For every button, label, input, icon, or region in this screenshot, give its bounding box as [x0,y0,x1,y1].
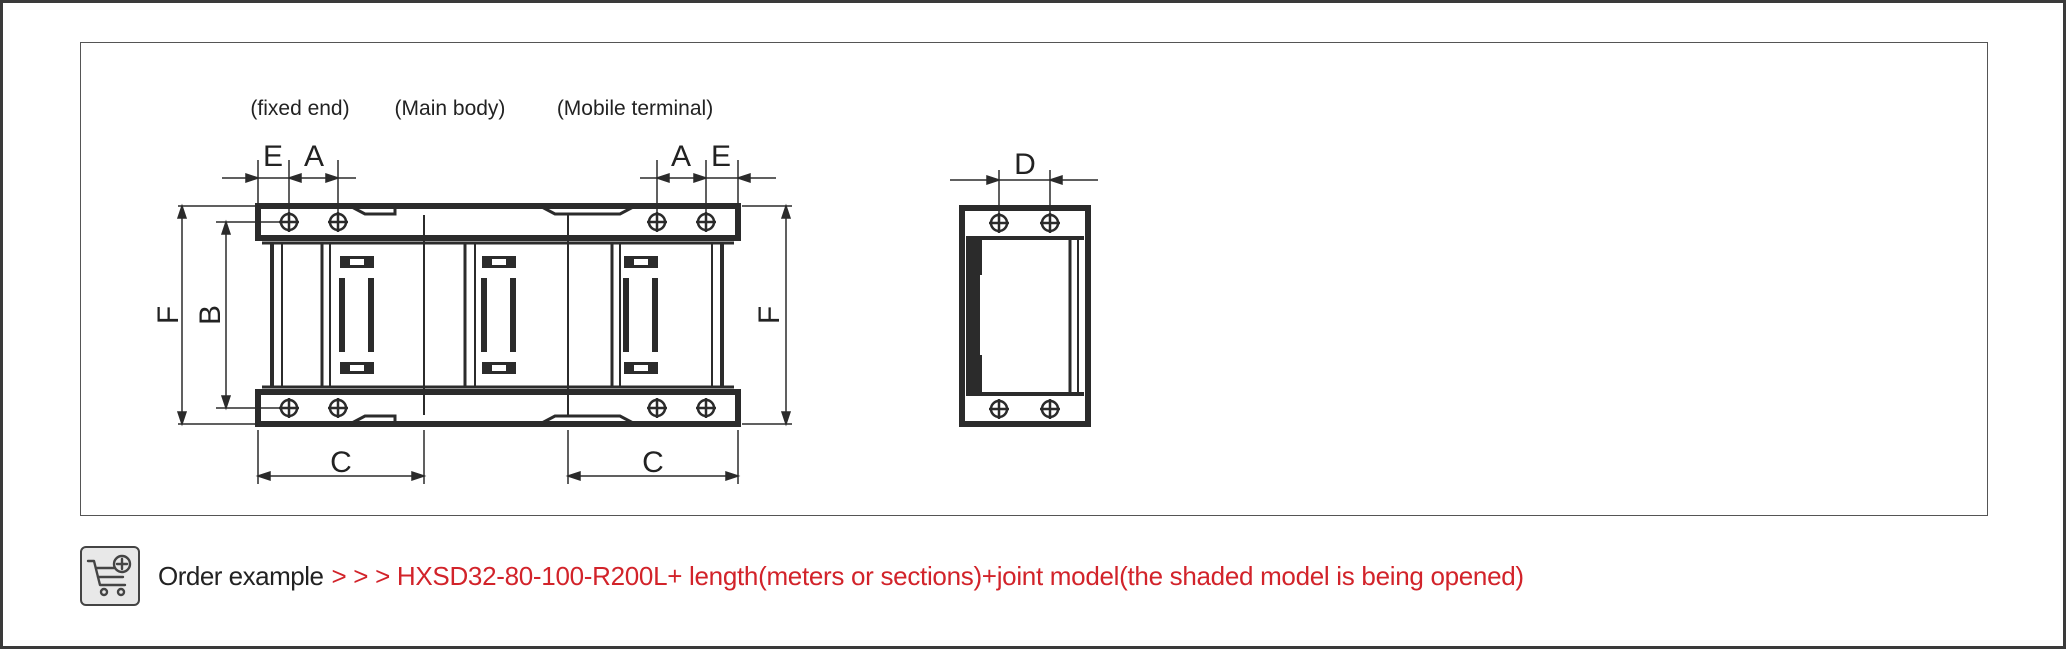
order-example-row: Order example > > > HXSD32-80-100-R200L+… [80,545,1524,607]
dim-c-left: C [330,446,352,479]
chain-side-view [255,203,741,427]
dim-f-left: F [152,306,185,324]
dim-a-right: A [671,140,691,173]
dim-a-left: A [304,140,324,173]
dimension-lines [176,160,792,484]
drawing-frame [80,42,1988,516]
dim-e-right: E [711,140,731,173]
d-dimension [950,170,1098,214]
cart-button[interactable] [80,546,140,606]
dim-e-left: E [263,140,283,173]
chain-end-view [959,205,1091,427]
dim-b: B [194,305,227,325]
dim-f-right: F [753,306,786,324]
fixed-end-caption: (fixed end) [250,97,349,120]
order-example-label: Order example [158,560,324,591]
shopping-cart-add-icon [86,554,132,597]
order-example-value: > > > HXSD32-80-100-R200L+ length(meters… [331,560,1524,591]
mobile-terminal-caption: (Mobile terminal) [557,97,713,120]
mounting-holes [279,212,716,418]
dim-c-right: C [642,446,664,479]
main-body-caption: (Main body) [395,97,506,120]
dim-d: D [1014,148,1036,181]
